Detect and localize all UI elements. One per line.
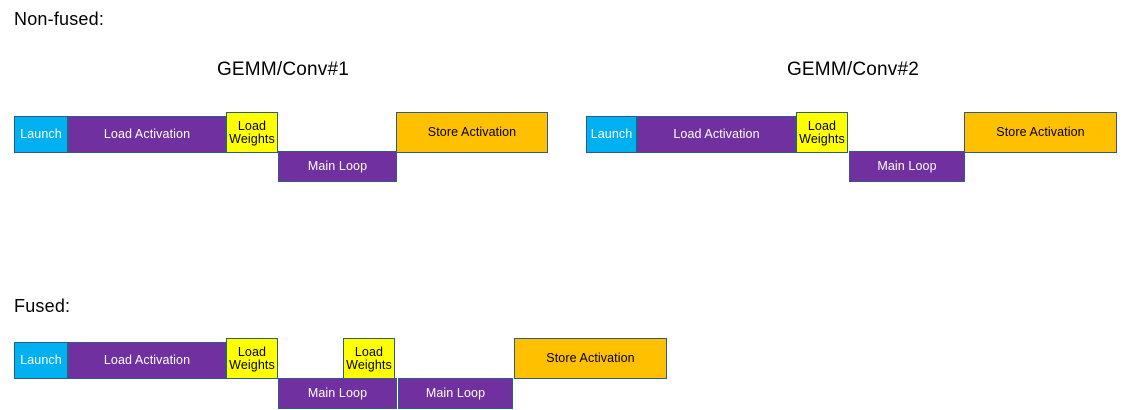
block-main-loop-2: Main Loop (398, 378, 513, 409)
block-load-activation: Load Activation (68, 116, 226, 153)
group-title: GEMM/Conv#1 (216, 59, 350, 80)
block-launch: Launch (586, 116, 637, 153)
block-load-weights: Load Weights (796, 112, 848, 153)
group-title: GEMM/Conv#2 (786, 59, 920, 80)
block-store-activation: Store Activation (514, 338, 667, 379)
block-main-loop-1: Main Loop (278, 378, 397, 409)
block-load-activation: Load Activation (68, 342, 226, 379)
block-main-loop: Main Loop (849, 151, 965, 182)
block-load-weights: Load Weights (226, 112, 278, 153)
block-load-activation: Load Activation (637, 116, 796, 153)
block-main-loop: Main Loop (278, 151, 397, 182)
block-load-weights-2: Load Weights (343, 338, 395, 379)
section-label-non-fused: Non-fused: (14, 9, 105, 29)
block-launch: Launch (14, 116, 68, 153)
section-label-fused: Fused: (14, 296, 71, 316)
block-launch: Launch (14, 342, 68, 379)
block-store-activation: Store Activation (396, 112, 548, 153)
block-store-activation: Store Activation (964, 112, 1117, 153)
block-load-weights-1: Load Weights (226, 338, 278, 379)
